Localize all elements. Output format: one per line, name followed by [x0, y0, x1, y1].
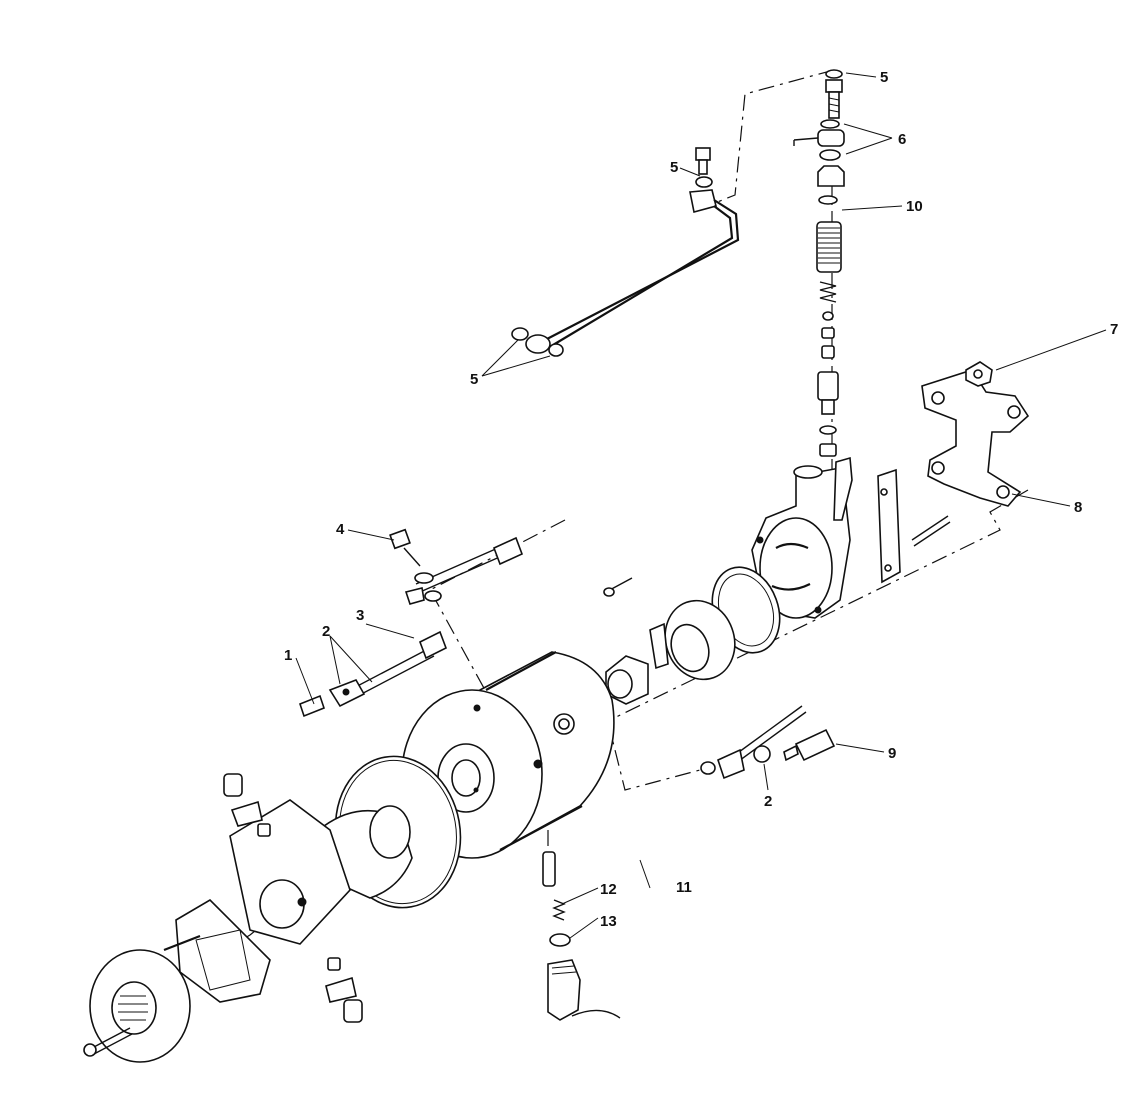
callout-8: 8 — [1074, 499, 1082, 516]
callout-1: 1 — [284, 647, 292, 664]
callout-5-upper-left: 5 — [670, 159, 678, 176]
fuel-line-assembly — [511, 147, 740, 357]
leader-lines — [295, 72, 1107, 939]
callout-5-line-end: 5 — [470, 371, 478, 388]
callout-12: 12 — [600, 881, 617, 898]
front-drive-parts — [83, 773, 413, 1063]
callout-2-left: 2 — [322, 623, 330, 640]
callout-13: 13 — [600, 913, 617, 930]
callout-3: 3 — [356, 607, 364, 624]
callout-9: 9 — [888, 745, 896, 762]
callout-6: 6 — [898, 131, 906, 148]
callout-2-right: 2 — [764, 793, 772, 810]
callout-11: 11 — [676, 879, 692, 896]
rear-housing — [603, 456, 951, 705]
top-banjo-fitting-stack — [793, 69, 845, 457]
sensor-assembly — [542, 851, 621, 1021]
callout-4: 4 — [336, 521, 345, 538]
lower-shaft — [299, 630, 448, 718]
upper-shaft — [389, 528, 524, 605]
callout-7: 7 — [1110, 321, 1118, 338]
mounting-plate — [921, 361, 1030, 507]
governor-linkage — [700, 705, 836, 780]
callout-10: 10 — [906, 198, 923, 215]
callout-5-top: 5 — [880, 69, 888, 86]
